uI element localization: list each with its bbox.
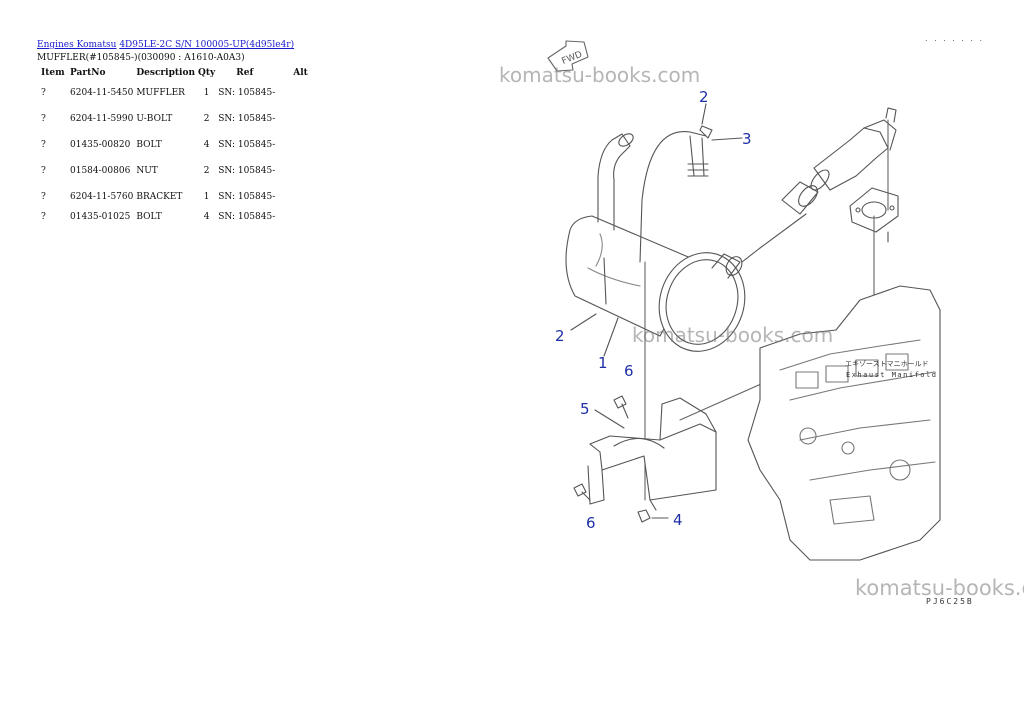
page-title: MUFFLER(#105845-)(030090 : A1610-A0A3)	[37, 53, 245, 63]
cell-partno: 01435-01025	[70, 212, 131, 222]
cell-description: BRACKET	[136, 192, 183, 202]
cell-description: MUFFLER	[136, 88, 185, 98]
cell-alt	[293, 158, 316, 184]
cell-description: BOLT	[136, 212, 162, 222]
bracket-part	[587, 397, 717, 511]
cell-ref: SN: 105845-	[218, 212, 276, 222]
cell-qty: 2	[203, 166, 210, 176]
cell-item: ?	[41, 212, 46, 222]
cell-item: ?	[41, 192, 46, 202]
exploded-parts-diagram: FWD	[547, 40, 941, 561]
table-row: ? 6204-11-5760 BRACKET 1 SN: 105845-	[37, 184, 316, 210]
cell-partno: 6204-11-5990	[70, 114, 134, 124]
cell-qty: 4	[203, 140, 210, 150]
fwd-arrow-icon: FWD	[547, 40, 589, 72]
cell-qty: 4	[203, 212, 210, 222]
bolt-6-upper	[613, 395, 629, 419]
callout-6-lower: 6	[586, 514, 596, 532]
table-row: ? 01435-01025 BOLT 4 SN: 105845-	[37, 210, 316, 224]
cell-description: BOLT	[136, 140, 162, 150]
cell-ref: SN: 105845-	[218, 88, 276, 98]
table-header-row: Item PartNo Description Qty Ref Alt	[37, 66, 316, 80]
cell-alt	[293, 210, 316, 224]
exhaust-pipe-parts	[741, 107, 899, 263]
cell-description: U-BOLT	[136, 114, 173, 124]
table-row: ? 01584-00806 NUT 2 SN: 105845-	[37, 158, 316, 184]
breadcrumb-link-model[interactable]: 4D95LE-2C S/N 100005-UP(4d95le4r)	[119, 40, 295, 50]
col-header-ref: Ref	[236, 68, 254, 78]
col-header-qty: Qty	[198, 68, 216, 78]
breadcrumb-link-engines[interactable]: Engines Komatsu	[37, 40, 117, 50]
cell-qty: 2	[203, 114, 210, 124]
cell-ref: SN: 105845-	[218, 140, 276, 150]
callout-2-left: 2	[555, 327, 565, 345]
callout-3: 3	[742, 130, 752, 148]
nut-4	[637, 509, 651, 523]
cell-partno: 01435-00820	[70, 140, 131, 150]
callout-1: 1	[598, 354, 608, 372]
parts-table: Item PartNo Description Qty Ref Alt ? 62…	[37, 66, 316, 224]
cell-item: ?	[41, 166, 46, 176]
cell-item: ?	[41, 88, 46, 98]
engine-block	[747, 285, 941, 561]
table-row: ? 6204-11-5990 U-BOLT 2 SN: 105845-	[37, 106, 316, 132]
manifold-label-jp: エキゾーストマニホールド	[845, 360, 929, 368]
callout-numbers: 1 2 2 3 4 5 6 6	[555, 88, 752, 532]
col-header-alt: Alt	[293, 68, 308, 78]
cell-qty: 1	[203, 192, 210, 202]
col-header-description: Description	[136, 68, 195, 78]
callout-4: 4	[673, 511, 683, 529]
cell-item: ?	[41, 114, 46, 124]
cell-item: ?	[41, 140, 46, 150]
manifold-label-en: Exhaust Manifold	[846, 371, 937, 379]
cell-partno: 6204-11-5760	[70, 192, 134, 202]
callout-2-top: 2	[699, 88, 709, 106]
cell-alt	[293, 106, 316, 132]
breadcrumb: Engines Komatsu 4D95LE-2C S/N 100005-UP(…	[37, 40, 294, 50]
cell-ref: SN: 105845-	[218, 114, 276, 124]
muffler-part	[565, 133, 746, 352]
callout-5: 5	[580, 400, 590, 418]
col-header-item: Item	[41, 68, 65, 78]
cell-description: NUT	[136, 166, 158, 176]
page-marker-dots: . . . . . . .	[925, 34, 985, 43]
cell-alt	[293, 132, 316, 158]
cell-ref: SN: 105845-	[218, 166, 276, 176]
callout-6-upper: 6	[624, 362, 634, 380]
cell-qty: 1	[203, 88, 210, 98]
bolt-6-lower	[573, 483, 591, 501]
table-row: ? 01435-00820 BOLT 4 SN: 105845-	[37, 132, 316, 158]
cell-alt	[293, 184, 316, 210]
cell-partno: 01584-00806	[70, 166, 131, 176]
table-row: ? 6204-11-5450 MUFFLER 1 SN: 105845-	[37, 80, 316, 106]
cell-ref: SN: 105845-	[218, 192, 276, 202]
leader-lines	[570, 103, 707, 519]
cell-alt	[293, 80, 316, 106]
cell-partno: 6204-11-5450	[70, 88, 134, 98]
col-header-partno: PartNo	[70, 68, 106, 78]
figure-code: PJ6C25B	[926, 597, 974, 606]
u-bolt-part	[603, 125, 743, 305]
